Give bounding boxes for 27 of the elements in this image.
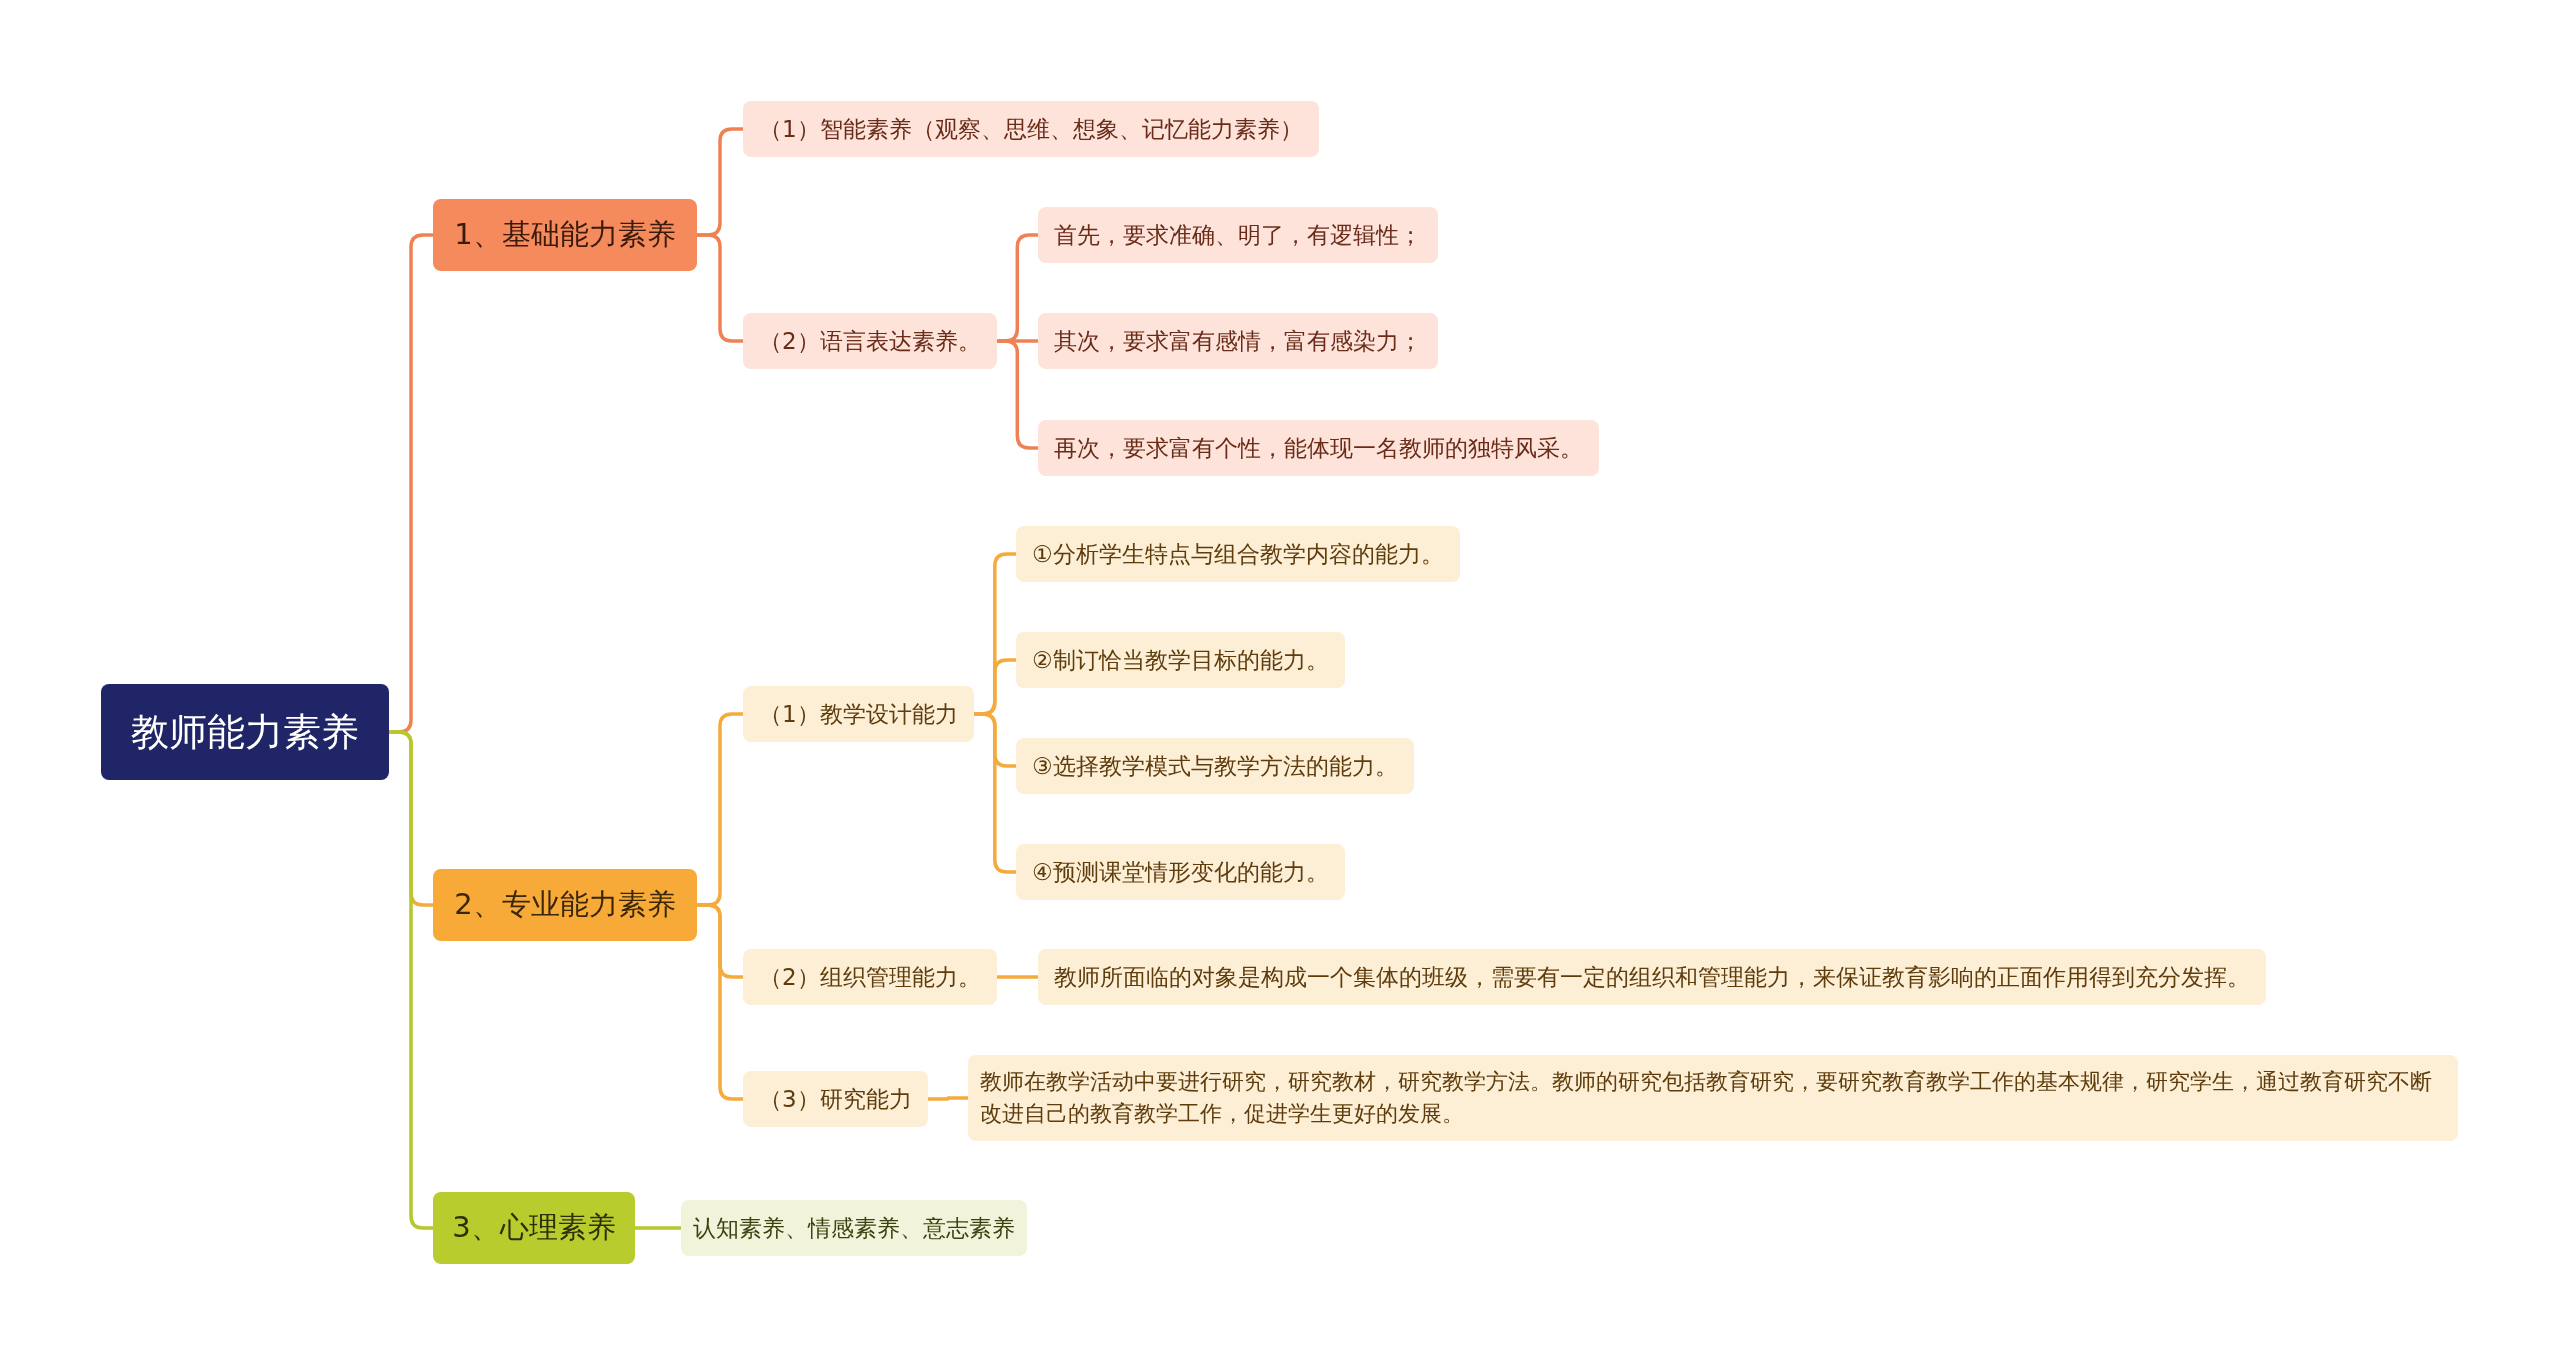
node-text: 再次，要求富有个性，能体现一名教师的独特风采。 [1054, 433, 1583, 463]
node-text: 首先，要求准确、明了，有逻辑性； [1054, 220, 1422, 250]
connector-line [697, 233, 743, 343]
node-text: （1）智能素养（观察、思维、想象、记忆能力素养） [759, 114, 1303, 144]
connector-line [996, 339, 1038, 450]
connector-line [635, 1226, 681, 1230]
node-text: ①分析学生特点与组合教学内容的能力。 [1032, 539, 1444, 569]
node-text: ②制订恰当教学目标的能力。 [1032, 645, 1329, 675]
connector-line [996, 975, 1038, 979]
node-text: 3、心理素养 [452, 1209, 616, 1247]
node-text: 教师能力素养 [131, 708, 359, 756]
node-text: （1）教学设计能力 [759, 699, 958, 729]
node-text: （2）组织管理能力。 [759, 962, 981, 992]
connector-line [973, 712, 1016, 874]
node-text: （3）研究能力 [759, 1084, 912, 1114]
node-text: （2）语言表达素养。 [759, 326, 981, 356]
connector-line [927, 1096, 968, 1101]
node-text: 2、专业能力素养 [454, 886, 676, 924]
connector-line [389, 730, 433, 1230]
node-text: 认知素养、情感素养、意志素养 [693, 1213, 1015, 1243]
connector-line [697, 903, 743, 1101]
node-text: 其次，要求富有感情，富有感染力； [1054, 326, 1422, 356]
node-text: 教师所面临的对象是构成一个集体的班级，需要有一定的组织和管理能力，来保证教育影响的正面作用得到充分发挥。 [1054, 962, 2250, 992]
node-text: ④预测课堂情形变化的能力。 [1032, 857, 1329, 887]
node-text: 1、基础能力素养 [454, 216, 676, 254]
node-text: ③选择教学模式与教学方法的能力。 [1032, 751, 1398, 781]
node-text: 教师在教学活动中要进行研究，研究教材，研究教学方法。教师的研究包括教育研究，要研究教育教学工作的基本规律，研究学生，通过教育研究不断改进自己的教育教学工作，促进学生更好的发展。 [980, 1068, 2433, 1128]
